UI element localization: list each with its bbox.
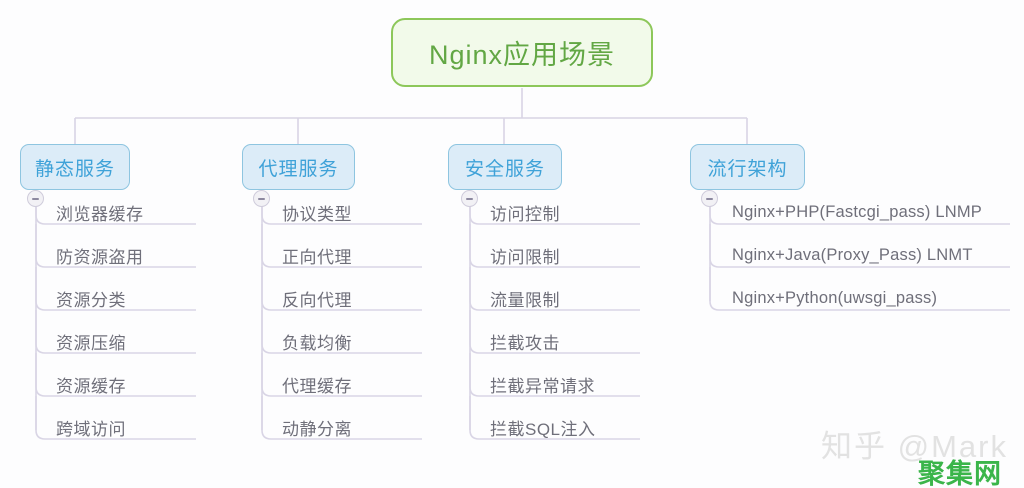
leaf-item[interactable]: 访问控制 xyxy=(490,197,560,227)
leaf-item[interactable]: 流量限制 xyxy=(490,283,560,313)
root-node-label: Nginx应用场景 xyxy=(428,40,616,70)
leaf-item-label: 协议类型 xyxy=(282,204,352,224)
leaf-item-label: 动静分离 xyxy=(282,419,352,439)
leaf-item[interactable]: 资源分类 xyxy=(56,283,126,313)
leaf-item-label: Nginx+Java(Proxy_Pass) LNMT xyxy=(732,245,973,264)
leaf-item-label: Nginx+PHP(Fastcgi_pass) LNMP xyxy=(732,202,982,221)
leaf-item-label: 正向代理 xyxy=(282,247,352,267)
leaf-item[interactable]: 动静分离 xyxy=(282,412,352,442)
minus-circle-icon[interactable] xyxy=(461,190,478,207)
watermark-zhihu: 知乎 @Mark xyxy=(821,429,1008,464)
leaf-item[interactable]: 协议类型 xyxy=(282,197,352,227)
leaf-item-label: 访问限制 xyxy=(490,247,560,267)
minus-circle-icon[interactable] xyxy=(27,190,44,207)
leaf-item-label: 代理缓存 xyxy=(282,376,352,396)
leaf-item-label: Nginx+Python(uwsgi_pass) xyxy=(732,288,938,307)
leaf-item-label: 跨域访问 xyxy=(56,419,126,439)
leaf-item-label: 资源压缩 xyxy=(56,333,126,353)
branch-node-label: 流行架构 xyxy=(707,158,788,180)
leaf-item-label: 拦截攻击 xyxy=(490,333,560,353)
minus-glyph xyxy=(32,197,39,200)
leaf-item[interactable]: 拦截SQL注入 xyxy=(490,412,596,442)
root-node[interactable]: Nginx应用场景 xyxy=(391,18,653,87)
branch-node-label: 代理服务 xyxy=(258,158,339,180)
minus-circle-icon[interactable] xyxy=(701,190,718,207)
leaf-item-label: 访问控制 xyxy=(490,204,560,224)
leaf-item[interactable]: 正向代理 xyxy=(282,240,352,270)
leaf-item-label: 资源分类 xyxy=(56,290,126,310)
leaf-item[interactable]: Nginx+Java(Proxy_Pass) LNMT xyxy=(732,240,973,270)
leaf-item[interactable]: Nginx+Python(uwsgi_pass) xyxy=(732,283,937,313)
watermark-site: 聚集网 xyxy=(918,459,1002,488)
leaf-item[interactable]: 反向代理 xyxy=(282,283,352,313)
minus-circle-icon[interactable] xyxy=(253,190,270,207)
branch-node-proxy-service[interactable]: 代理服务 xyxy=(242,144,355,190)
leaf-item-label: 资源缓存 xyxy=(56,376,126,396)
leaf-item[interactable]: 资源压缩 xyxy=(56,326,126,356)
leaf-item-label: 负载均衡 xyxy=(282,333,352,353)
leaf-item-label: 防资源盗用 xyxy=(56,247,144,267)
leaf-item-label: 拦截SQL注入 xyxy=(490,419,596,439)
branch-node-popular-architecture[interactable]: 流行架构 xyxy=(690,144,805,190)
leaf-item[interactable]: 负载均衡 xyxy=(282,326,352,356)
leaf-item[interactable]: 访问限制 xyxy=(490,240,560,270)
leaf-item-label: 流量限制 xyxy=(490,290,560,310)
leaf-item-label: 反向代理 xyxy=(282,290,352,310)
branch-node-security-service[interactable]: 安全服务 xyxy=(448,144,562,190)
branch-node-label: 静态服务 xyxy=(34,158,115,180)
leaf-item[interactable]: Nginx+PHP(Fastcgi_pass) LNMP xyxy=(732,197,982,227)
minus-glyph xyxy=(466,197,473,200)
leaf-item[interactable]: 资源缓存 xyxy=(56,369,126,399)
leaf-item[interactable]: 跨域访问 xyxy=(56,412,126,442)
leaf-item[interactable]: 浏览器缓存 xyxy=(56,197,144,227)
leaf-item-label: 拦截异常请求 xyxy=(490,376,595,396)
leaf-item[interactable]: 拦截异常请求 xyxy=(490,369,595,399)
leaf-item[interactable]: 防资源盗用 xyxy=(56,240,144,270)
branch-node-static-service[interactable]: 静态服务 xyxy=(20,144,130,190)
leaf-item-label: 浏览器缓存 xyxy=(56,204,144,224)
minus-glyph xyxy=(706,197,713,200)
branch-node-label: 安全服务 xyxy=(464,158,545,180)
leaf-item[interactable]: 拦截攻击 xyxy=(490,326,560,356)
leaf-item[interactable]: 代理缓存 xyxy=(282,369,352,399)
minus-glyph xyxy=(258,197,265,200)
